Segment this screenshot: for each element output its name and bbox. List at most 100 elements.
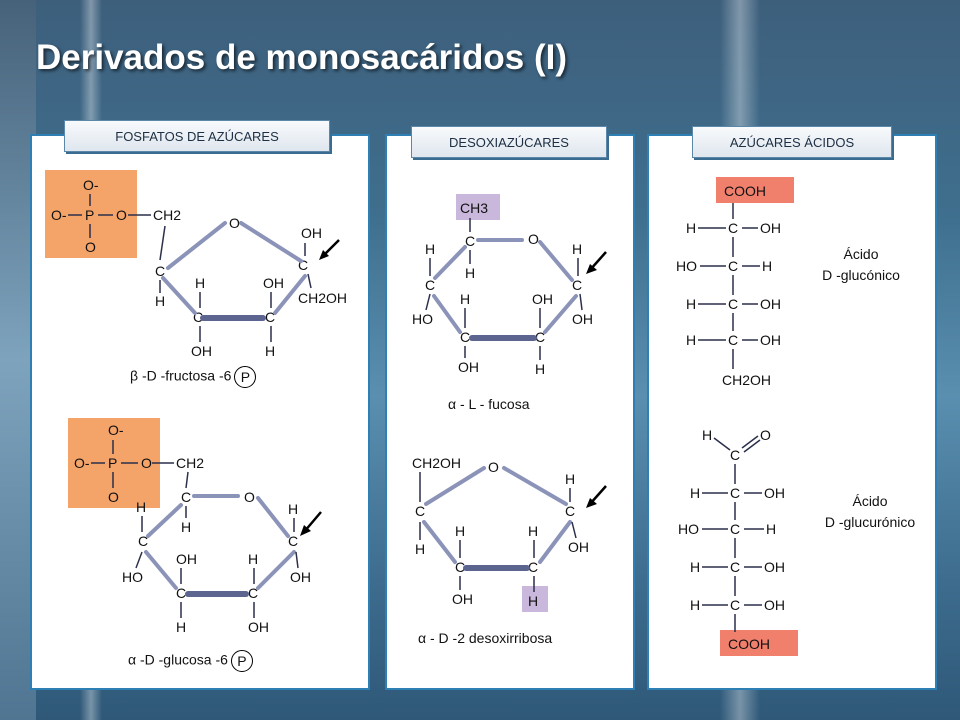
atom-label: C <box>155 263 165 279</box>
phosphate-tag: P <box>234 366 257 388</box>
atom-label: OH <box>764 485 785 501</box>
atom-label: C <box>728 258 738 274</box>
phosphate-group-box <box>68 418 160 508</box>
gluconic-acid-structure: COOH C H OH C HO H C H OH C H OH CH2OH <box>672 175 794 395</box>
atom-label: H <box>528 593 538 609</box>
atom-label: C <box>193 309 203 325</box>
atom-label: C <box>465 233 475 249</box>
atom-label: H <box>248 551 258 567</box>
bond-line <box>425 293 431 311</box>
bond-line <box>144 550 178 590</box>
atom-label: C <box>415 503 425 519</box>
atom-label: OH <box>568 539 589 555</box>
bond-line <box>713 437 731 451</box>
shape <box>319 250 329 260</box>
atom-label: OH <box>760 296 781 312</box>
atom-label: O <box>528 231 539 247</box>
atom-label: H <box>265 343 275 359</box>
atom-label: H <box>288 501 298 517</box>
bond-line <box>161 276 197 315</box>
atom-label: H <box>455 523 465 539</box>
atom-label: HO <box>122 569 143 585</box>
atom-label: C <box>572 277 582 293</box>
atom-label: C <box>728 220 738 236</box>
atom-label: O- <box>74 455 90 471</box>
atom-label: O <box>229 215 240 231</box>
bond-line <box>307 273 312 289</box>
atom-label: OH <box>532 291 553 307</box>
carboxyl-highlight-box <box>716 177 794 203</box>
atom-label: C <box>565 503 575 519</box>
atom-label: C <box>181 489 191 505</box>
atom-label: OH <box>572 311 593 327</box>
bond-line <box>579 293 583 311</box>
atom-label: O <box>108 489 119 505</box>
atom-label: P <box>108 455 117 471</box>
shape <box>586 264 597 274</box>
fructose-6-phosphate-structure: O- O- P O O CH2 O C C OH H H OH CH2OH C … <box>43 168 352 360</box>
atom-label: OH <box>290 569 311 585</box>
atom-label: O <box>116 207 127 223</box>
atom-label: C <box>730 485 740 501</box>
phosphate-tag: P <box>230 650 253 672</box>
atom-label: H <box>690 597 700 613</box>
atom-label: O <box>760 427 771 443</box>
atom-label: CH2OH <box>722 372 771 388</box>
bond-line <box>432 294 462 334</box>
bond-line <box>433 245 467 280</box>
caption-desoxirribosa: α - D -2 desoxirribosa <box>418 630 553 646</box>
bond-line <box>424 466 486 506</box>
atom-label: OH <box>764 559 785 575</box>
atom-label: OH <box>191 343 212 359</box>
atom-label: OH <box>760 220 781 236</box>
atom-label: O <box>488 459 499 475</box>
bond-line <box>185 471 189 489</box>
atom-label: HO <box>412 311 433 327</box>
atom-label: H <box>528 523 538 539</box>
atom-label: H <box>136 499 146 515</box>
atom-label: C <box>728 332 738 348</box>
tab-azucares-acidos: AZÚCARES ÁCIDOS <box>692 126 892 158</box>
atom-label: OH <box>458 359 479 375</box>
atom-label: C <box>265 309 275 325</box>
tab-fosfatos: FOSFATOS DE AZÚCARES <box>64 120 330 152</box>
atom-label: H <box>176 619 186 635</box>
atom-label: H <box>460 291 470 307</box>
bond-line <box>256 550 296 590</box>
caption-fucosa: α - L - fucosa <box>448 396 530 412</box>
bond-line <box>146 503 183 538</box>
atom-label: C <box>535 329 545 345</box>
shape <box>300 525 311 536</box>
atom-label: HO <box>678 521 699 537</box>
atom-label: C <box>425 277 435 293</box>
atom-label: H <box>535 361 545 377</box>
atom-label: H <box>155 293 165 309</box>
atom-label: H <box>762 258 772 274</box>
atom-label: C <box>528 559 538 575</box>
atom-label: CH2OH <box>412 455 461 471</box>
atom-label: C <box>730 559 740 575</box>
atom-label: H <box>565 471 575 487</box>
atom-label: H <box>425 241 435 257</box>
fucose-structure: CH3 C O H H H C C H OH HO OH C C OH H <box>410 192 608 382</box>
atom-label: H <box>465 265 475 281</box>
bond-line <box>502 466 568 506</box>
atom-label: H <box>690 485 700 501</box>
atom-label: C <box>248 585 258 601</box>
atom-label: COOH <box>724 183 766 199</box>
atom-label: H <box>195 275 205 291</box>
atom-label: O- <box>108 422 124 438</box>
bond-line <box>239 221 303 263</box>
phosphate-group-box <box>45 170 137 258</box>
atom-label: C <box>730 597 740 613</box>
atom-label: H <box>415 541 425 557</box>
atom-label: O <box>85 239 96 255</box>
bond-line <box>135 551 143 569</box>
highlight-box <box>456 194 500 220</box>
atom-label: CH2OH <box>298 290 347 306</box>
bond-line <box>571 521 577 539</box>
atom-label: CH2 <box>176 455 204 471</box>
